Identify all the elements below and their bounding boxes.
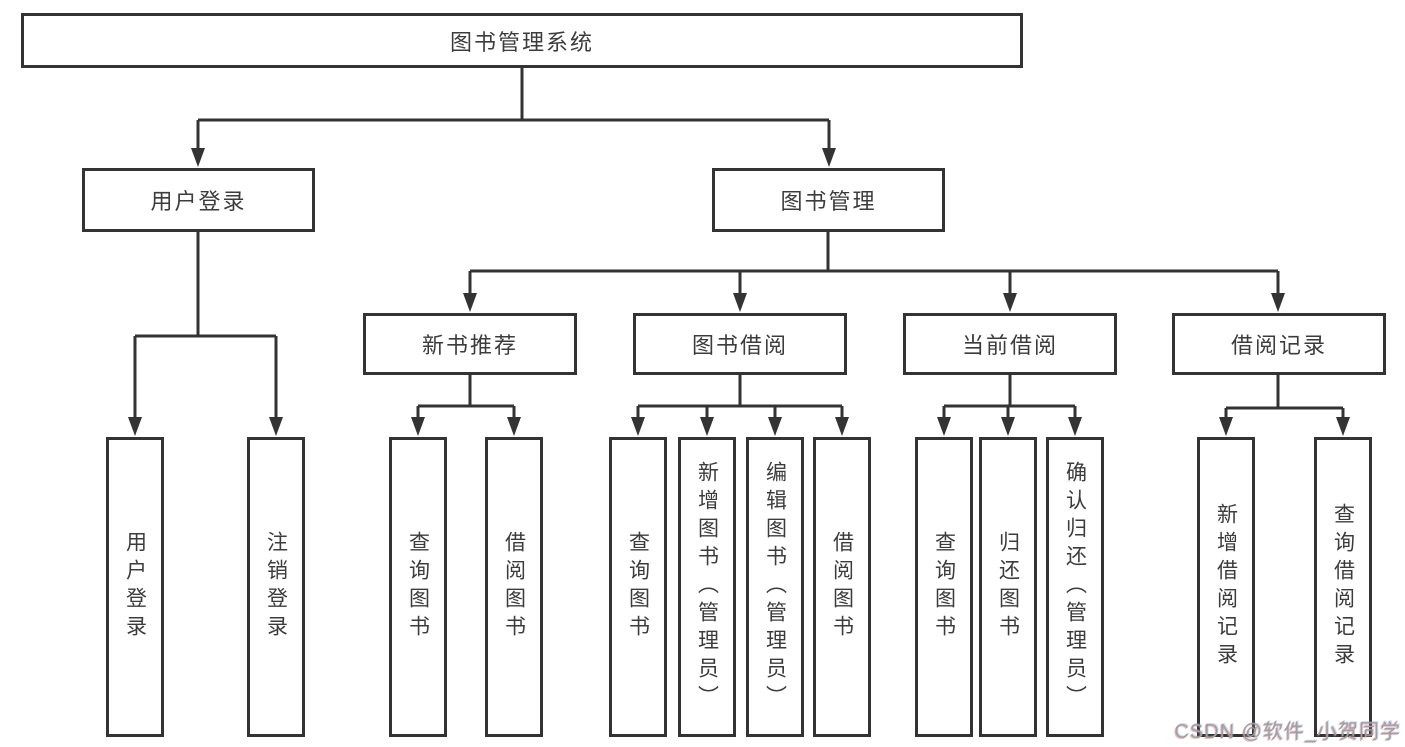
leaf-label: 查询借阅记录	[1331, 503, 1355, 671]
node-user-login: 用户登录	[82, 168, 315, 232]
arrow-icons	[128, 148, 1350, 436]
node-book-management: 图书管理	[712, 168, 945, 232]
node-current-borrow: 当前借阅	[903, 313, 1117, 375]
arrow-down-icon	[411, 417, 425, 436]
arrow-down-icon	[1001, 417, 1015, 436]
node-borrow-records: 借阅记录	[1172, 313, 1386, 375]
leaf-query-borrow-record: 查询借阅记录	[1314, 437, 1372, 737]
arrow-down-icon	[733, 293, 747, 312]
leaf-query-book-current: 查询图书	[915, 437, 973, 737]
arrow-down-icon	[269, 417, 283, 436]
leaf-label: 借阅图书	[830, 531, 854, 643]
node-label: 当前借阅	[961, 333, 1058, 358]
leaf-add-borrow-record: 新增借阅记录	[1197, 437, 1255, 737]
leaf-label: 编辑图书（管理员）	[763, 461, 787, 713]
arrow-down-icon	[1068, 417, 1082, 436]
arrow-down-icon	[1219, 417, 1233, 436]
leaf-edit-book-admin: 编辑图书（管理员）	[746, 437, 804, 737]
arrow-down-icon	[463, 293, 477, 312]
node-label: 借阅记录	[1230, 333, 1327, 358]
arrow-down-icon	[1271, 293, 1285, 312]
arrow-down-icon	[128, 417, 142, 436]
leaf-borrow-book-recommend: 借阅图书	[485, 437, 543, 737]
arrow-down-icon	[1003, 293, 1017, 312]
leaf-label: 查询图书	[406, 531, 430, 643]
leaf-label: 归还图书	[996, 531, 1020, 643]
leaf-logout: 注销登录	[247, 437, 305, 737]
leaf-label: 查询图书	[626, 531, 650, 643]
node-new-book-recommend: 新书推荐	[363, 313, 577, 375]
leaf-confirm-return-admin: 确认归还（管理员）	[1046, 437, 1104, 737]
arrow-down-icon	[768, 417, 782, 436]
leaf-label: 确认归还（管理员）	[1063, 461, 1087, 713]
leaf-user-login: 用户登录	[106, 437, 164, 737]
leaf-query-book-borrow: 查询图书	[609, 437, 667, 737]
node-label: 新书推荐	[421, 333, 518, 358]
arrow-down-icon	[835, 417, 849, 436]
leaf-query-book-recommend: 查询图书	[389, 437, 447, 737]
arrow-down-icon	[700, 417, 714, 436]
node-label: 用户登录	[150, 189, 247, 214]
node-book-borrow: 图书借阅	[633, 313, 847, 375]
watermark: CSDN @软件_小贺同学	[1174, 721, 1401, 743]
arrow-down-icon	[631, 417, 645, 436]
leaf-borrow-book: 借阅图书	[813, 437, 871, 737]
arrow-down-icon	[937, 417, 951, 436]
arrow-down-icon	[822, 148, 836, 167]
leaf-return-book: 归还图书	[979, 437, 1037, 737]
leaf-label: 用户登录	[123, 531, 147, 643]
leaf-label: 新增借阅记录	[1214, 503, 1238, 671]
arrow-down-icon	[1336, 417, 1350, 436]
node-label: 图书借阅	[691, 333, 788, 358]
arrow-down-icon	[507, 417, 521, 436]
connector-lines	[133, 68, 1345, 421]
leaf-label: 借阅图书	[502, 531, 526, 643]
leaf-label: 查询图书	[932, 531, 956, 643]
node-label: 图书管理	[780, 189, 877, 214]
arrow-down-icon	[191, 148, 205, 167]
leaf-label: 新增图书（管理员）	[695, 461, 719, 713]
node-library-management-system: 图书管理系统	[21, 13, 1023, 68]
node-label: 图书管理系统	[449, 29, 594, 55]
leaf-label: 注销登录	[264, 531, 288, 643]
leaf-add-book-admin: 新增图书（管理员）	[678, 437, 736, 737]
